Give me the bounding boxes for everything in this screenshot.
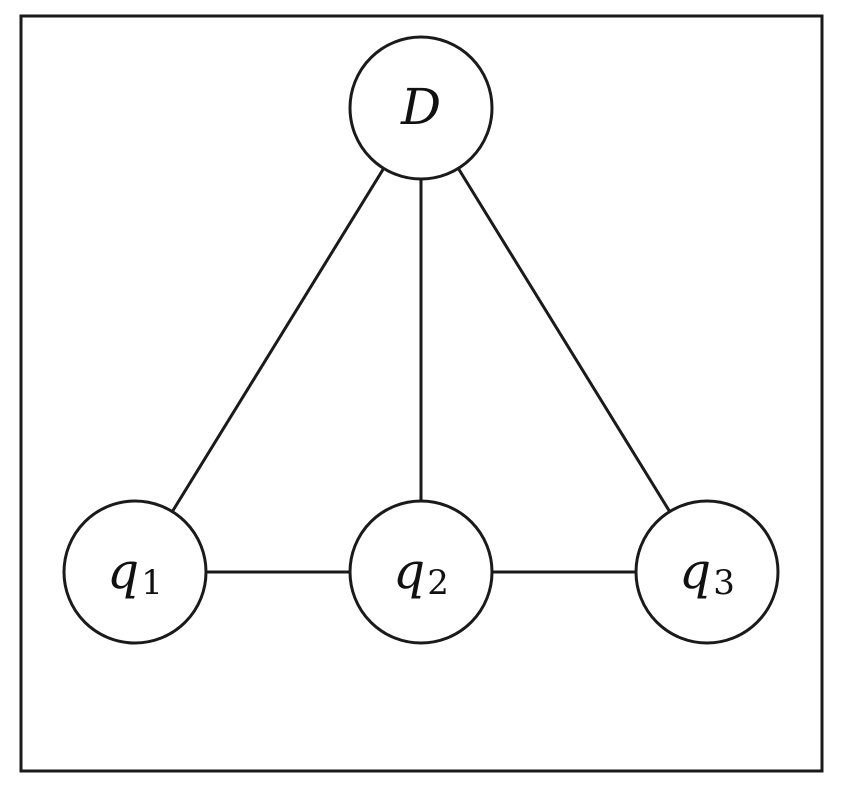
node-q1: q1 [62,499,208,645]
node-label-subscript: 1 [141,563,163,603]
edges-layer [171,167,671,574]
node-circle [634,499,780,645]
node-label: q2 [393,542,449,603]
node-circle [62,499,208,645]
node-q2: q2 [348,499,494,645]
node-d: D [348,35,494,181]
edge-d-q1 [171,167,385,513]
node-label: q1 [107,542,163,603]
node-label: D [400,78,441,136]
edge-d-q3 [457,167,671,513]
node-circle [348,35,494,181]
node-label-main: q [393,542,425,600]
node-circle [348,499,494,645]
node-label-subscript: 3 [713,563,735,603]
node-label-main: q [679,542,711,600]
node-label-main: q [107,542,139,600]
node-label: q3 [679,542,735,603]
node-q3: q3 [634,499,780,645]
diagram-frame [19,14,824,773]
node-label-main: D [400,78,441,136]
node-label-subscript: 2 [427,563,449,603]
